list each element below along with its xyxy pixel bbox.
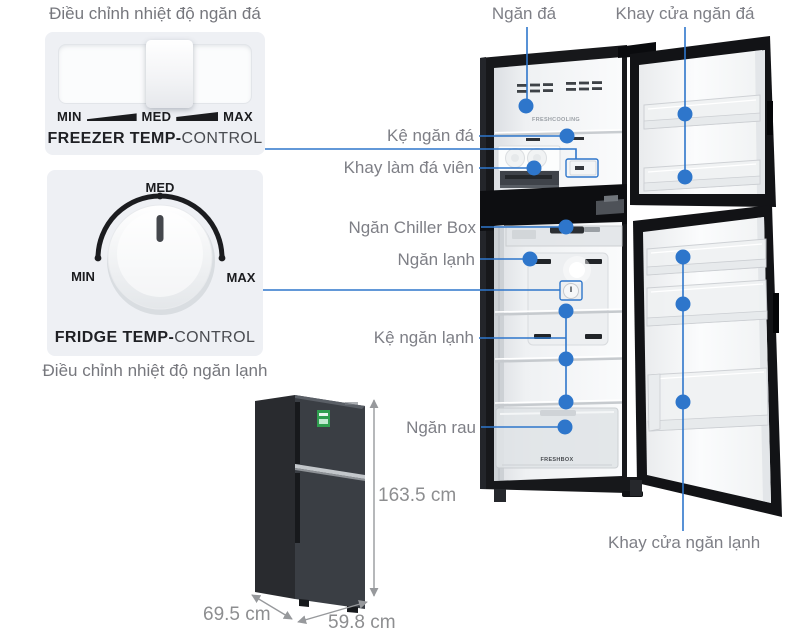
knob-highlight bbox=[117, 211, 203, 297]
middle-hinge bbox=[596, 199, 624, 215]
height-dimension: 163.5 cm bbox=[378, 485, 457, 506]
freezer-panel-label-bold: FREEZER TEMP- bbox=[47, 130, 182, 147]
fridge-door-bin bbox=[646, 279, 768, 327]
cabinet-divider bbox=[480, 184, 627, 231]
freezer-temp-slider-track bbox=[58, 40, 252, 108]
crisper-drawer: FRESHBOX bbox=[495, 407, 619, 469]
freezer-branding-text: FRESHCOOLING bbox=[532, 117, 580, 123]
fridge-compartment: FRESHBOX bbox=[494, 222, 623, 481]
freezer-scale-med: MED bbox=[141, 109, 172, 124]
callout-label-khay-cua-ngan-lanh: Khay cửa ngăn lạnh bbox=[608, 533, 761, 552]
scale-wedge-icon bbox=[176, 112, 219, 121]
callout-label-ke-ngan-da: Kệ ngăn đá bbox=[387, 126, 474, 145]
door-handle-recess bbox=[767, 101, 773, 135]
fridge-panel-label: FRIDGE TEMP-CONTROL bbox=[47, 329, 263, 347]
fridge-panel-label-light: CONTROL bbox=[174, 329, 256, 346]
fridge-internal-dial bbox=[563, 283, 579, 299]
freezer-internal-slider bbox=[569, 160, 597, 176]
callout-label-khay-lam-da-vien: Khay làm đá viên bbox=[343, 158, 474, 177]
freezer-door-handle bbox=[295, 402, 300, 464]
dial-min-label: MIN bbox=[71, 269, 95, 284]
crisper-branding-text: FRESHBOX bbox=[541, 457, 574, 463]
freezer-compartment: FRESHCOOLING bbox=[494, 57, 623, 196]
freezer-scale-min: MIN bbox=[57, 109, 82, 124]
chiller-box bbox=[505, 225, 623, 247]
fridge-door-bin bbox=[647, 367, 769, 432]
fridge-panel-label-bold: FRIDGE TEMP- bbox=[54, 329, 175, 346]
cabinet-foot bbox=[494, 489, 506, 502]
freezer-panel-label: FREEZER TEMP-CONTROL bbox=[45, 130, 265, 148]
freezer-door-bin bbox=[643, 94, 761, 130]
mini-fridge-illustration bbox=[251, 395, 379, 625]
ice-cube-tray bbox=[497, 145, 561, 188]
door-bottom-hinge bbox=[630, 480, 642, 496]
freezer-door bbox=[618, 36, 776, 207]
scale-wedge-icon bbox=[86, 113, 137, 121]
dial-med-tick bbox=[156, 192, 164, 200]
callout-label-ngan-rau: Ngăn rau bbox=[406, 418, 476, 437]
callout-label-ngan-da: Ngăn đá bbox=[491, 4, 557, 23]
fridge-temp-dial bbox=[94, 192, 226, 315]
energy-label bbox=[317, 410, 330, 427]
fridge-back-panel bbox=[527, 252, 609, 346]
door-handle-recess bbox=[773, 293, 779, 333]
brand-mark bbox=[345, 402, 358, 405]
fridge-door-handle bbox=[295, 473, 300, 543]
foot bbox=[299, 599, 309, 607]
fridge-door-bin bbox=[646, 238, 767, 276]
callout-label-khay-cua-ngan-da: Khay cửa ngăn đá bbox=[615, 4, 755, 23]
width-arrow bbox=[297, 599, 368, 625]
freezer-scale-max: MAX bbox=[223, 109, 253, 124]
mini-fridge-body bbox=[255, 395, 365, 613]
callout-label-ngan-chiller-box: Ngăn Chiller Box bbox=[348, 218, 476, 237]
freezer-temp-slider-thumb bbox=[146, 40, 193, 108]
dial-med-label: MED bbox=[145, 180, 175, 195]
freezer-control-title: Điều chỉnh nhiệt độ ngăn đá bbox=[49, 4, 261, 23]
depth-dimension: 69.5 cm bbox=[203, 604, 271, 625]
dimension-arrows bbox=[251, 399, 379, 625]
freezer-shelf bbox=[494, 129, 623, 141]
width-dimension: 59.8 cm bbox=[328, 612, 396, 633]
freezer-door-bin bbox=[643, 159, 761, 192]
dial-max-label: MAX bbox=[226, 270, 256, 285]
freezer-vents bbox=[517, 81, 602, 93]
door-trim bbox=[295, 464, 365, 479]
callout-label-ke-ngan-lanh: Kệ ngăn lạnh bbox=[373, 328, 474, 347]
dial-min-tick bbox=[94, 254, 102, 262]
fridge-control-caption: Điều chỉnh nhiệt độ ngăn lạnh bbox=[42, 361, 268, 380]
dial-max-tick bbox=[218, 254, 226, 262]
freezer-panel-label-light: CONTROL bbox=[181, 130, 263, 147]
fridge-temp-control-panel: MED MIN MAX FRIDGE TEMP-CONTROL bbox=[47, 170, 263, 356]
freezer-temp-scale: MIN MED MAX bbox=[57, 109, 253, 124]
depth-arrow bbox=[251, 594, 293, 620]
callout-label-ngan-lanh: Ngăn lạnh bbox=[397, 250, 475, 269]
knob-indicator bbox=[156, 215, 164, 242]
open-fridge-illustration: FRESHCOOLING bbox=[480, 36, 782, 517]
freezer-temp-control-panel: MIN MED MAX FREEZER TEMP-CONTROL bbox=[45, 32, 265, 155]
fridge-door bbox=[630, 205, 782, 517]
